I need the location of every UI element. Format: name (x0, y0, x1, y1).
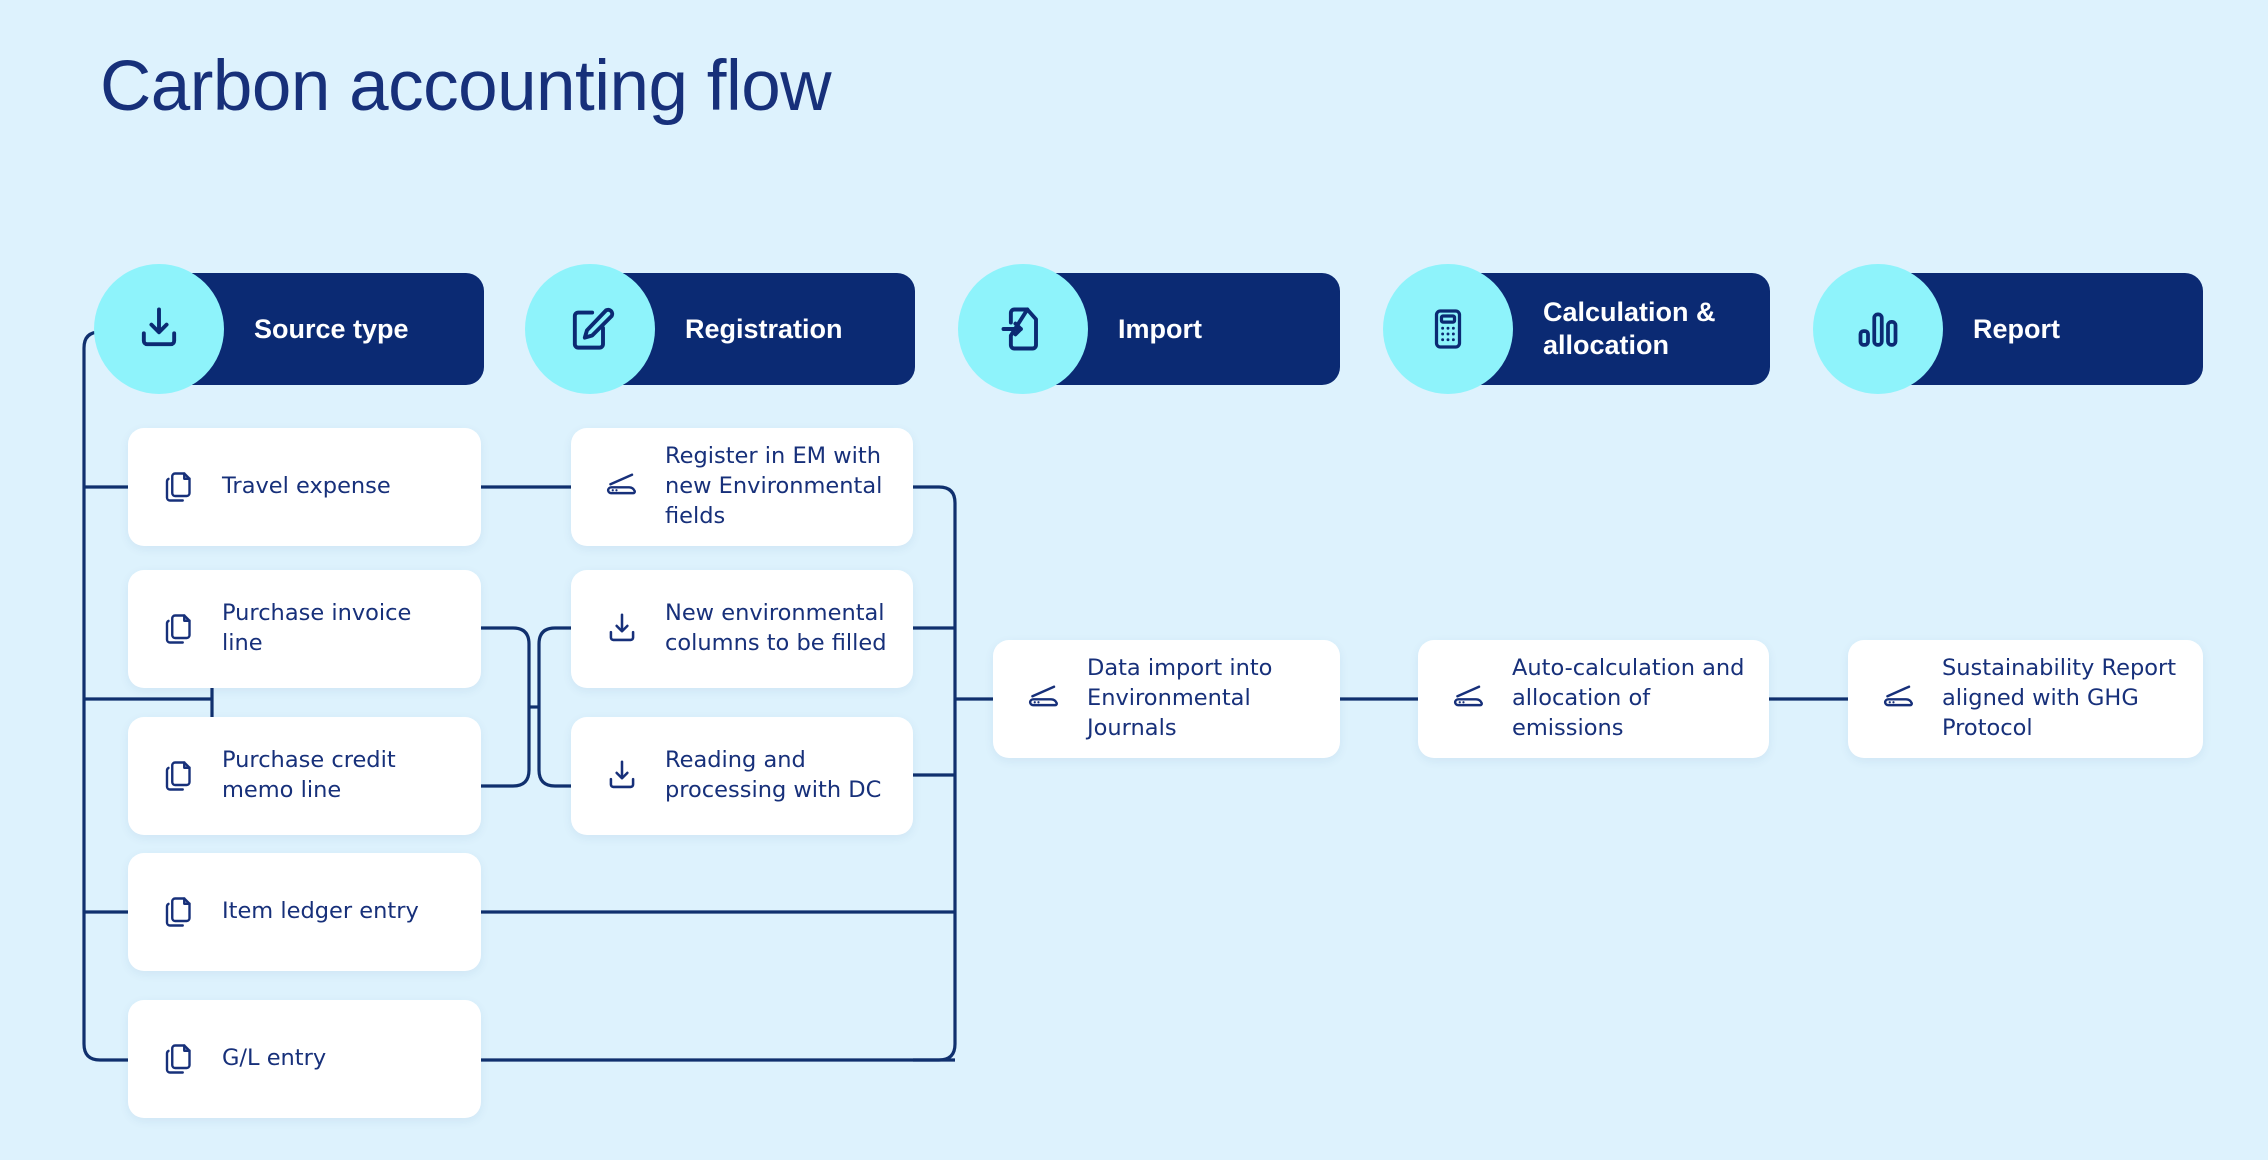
outcome-card-label: Data import into Environmental Journals (1087, 655, 1273, 741)
registration-card-reading-processing-dc[interactable]: Reading and processing with DC (571, 717, 913, 835)
stage-chip-label: Calculation & allocation (1543, 297, 1716, 360)
copy-documents-icon (158, 891, 200, 933)
registration-card-label: Reading and processing with DC (665, 747, 882, 803)
stage-chip-label: Source type (254, 313, 409, 344)
copy-documents-icon (158, 608, 200, 650)
source-card-label: Purchase invoice line (222, 600, 412, 656)
scanner-icon (601, 466, 643, 508)
stage-chip-import[interactable]: Import (958, 264, 1340, 394)
stage-chip-registration[interactable]: Registration (525, 264, 915, 394)
connector-source-trunk (82, 330, 128, 1062)
stage-chip-calculation[interactable]: Calculation & allocation (1383, 264, 1770, 394)
source-card-label: G/L entry (222, 1045, 327, 1072)
source-card-gl-entry[interactable]: G/L entry (128, 1000, 481, 1118)
outcome-card-data-import-journals[interactable]: Data import into Environmental Journals (993, 640, 1340, 758)
registration-card-label: Register in EM with new Environmental fi… (665, 443, 883, 529)
copy-documents-icon (158, 466, 200, 508)
connector-collector-trunk (913, 485, 957, 1062)
outcome-card-label: Sustainability Report aligned with GHG P… (1942, 655, 2177, 741)
outcome-card-sustainability-report[interactable]: Sustainability Report aligned with GHG P… (1848, 640, 2203, 758)
document-pencil-icon (525, 264, 655, 394)
outcome-card-auto-calculation[interactable]: Auto-calculation and allocation of emiss… (1418, 640, 1769, 758)
copy-documents-icon (158, 1038, 200, 1080)
source-card-purchase-credit-memo-line[interactable]: Purchase credit memo line (128, 717, 481, 835)
source-card-label: Purchase credit memo line (222, 747, 396, 803)
stage-chip-source-type[interactable]: Source type (94, 264, 484, 394)
stage-chip-label: Registration (685, 313, 843, 344)
source-card-label: Travel expense (222, 473, 391, 500)
bar-chart-icon (1813, 264, 1943, 394)
connector-mid-right-bracket (537, 626, 571, 788)
connector-mid-left-bracket (481, 626, 531, 788)
registration-card-register-in-em[interactable]: Register in EM with new Environmental fi… (571, 428, 913, 546)
download-tray-icon (601, 755, 643, 797)
source-card-purchase-invoice-line[interactable]: Purchase invoice line (128, 570, 481, 688)
scanner-icon (1023, 678, 1065, 720)
download-tray-icon (94, 264, 224, 394)
source-card-item-ledger-entry[interactable]: Item ledger entry (128, 853, 481, 971)
download-tray-icon (601, 608, 643, 650)
scanner-icon (1448, 678, 1490, 720)
document-arrow-in-icon (958, 264, 1088, 394)
copy-documents-icon (158, 755, 200, 797)
stage-chip-label: Import (1118, 313, 1202, 344)
page-title: Carbon accounting flow (100, 47, 832, 126)
registration-card-label: New environmental columns to be filled (665, 600, 887, 656)
source-card-label: Item ledger entry (222, 898, 419, 925)
source-card-travel-expense[interactable]: Travel expense (128, 428, 481, 546)
calculator-icon (1383, 264, 1513, 394)
stage-chip-label: Report (1973, 313, 2060, 344)
stage-chip-report[interactable]: Report (1813, 264, 2203, 394)
outcome-card-label: Auto-calculation and allocation of emiss… (1512, 655, 1745, 741)
scanner-icon (1878, 678, 1920, 720)
registration-card-new-environmental-columns[interactable]: New environmental columns to be filled (571, 570, 913, 688)
